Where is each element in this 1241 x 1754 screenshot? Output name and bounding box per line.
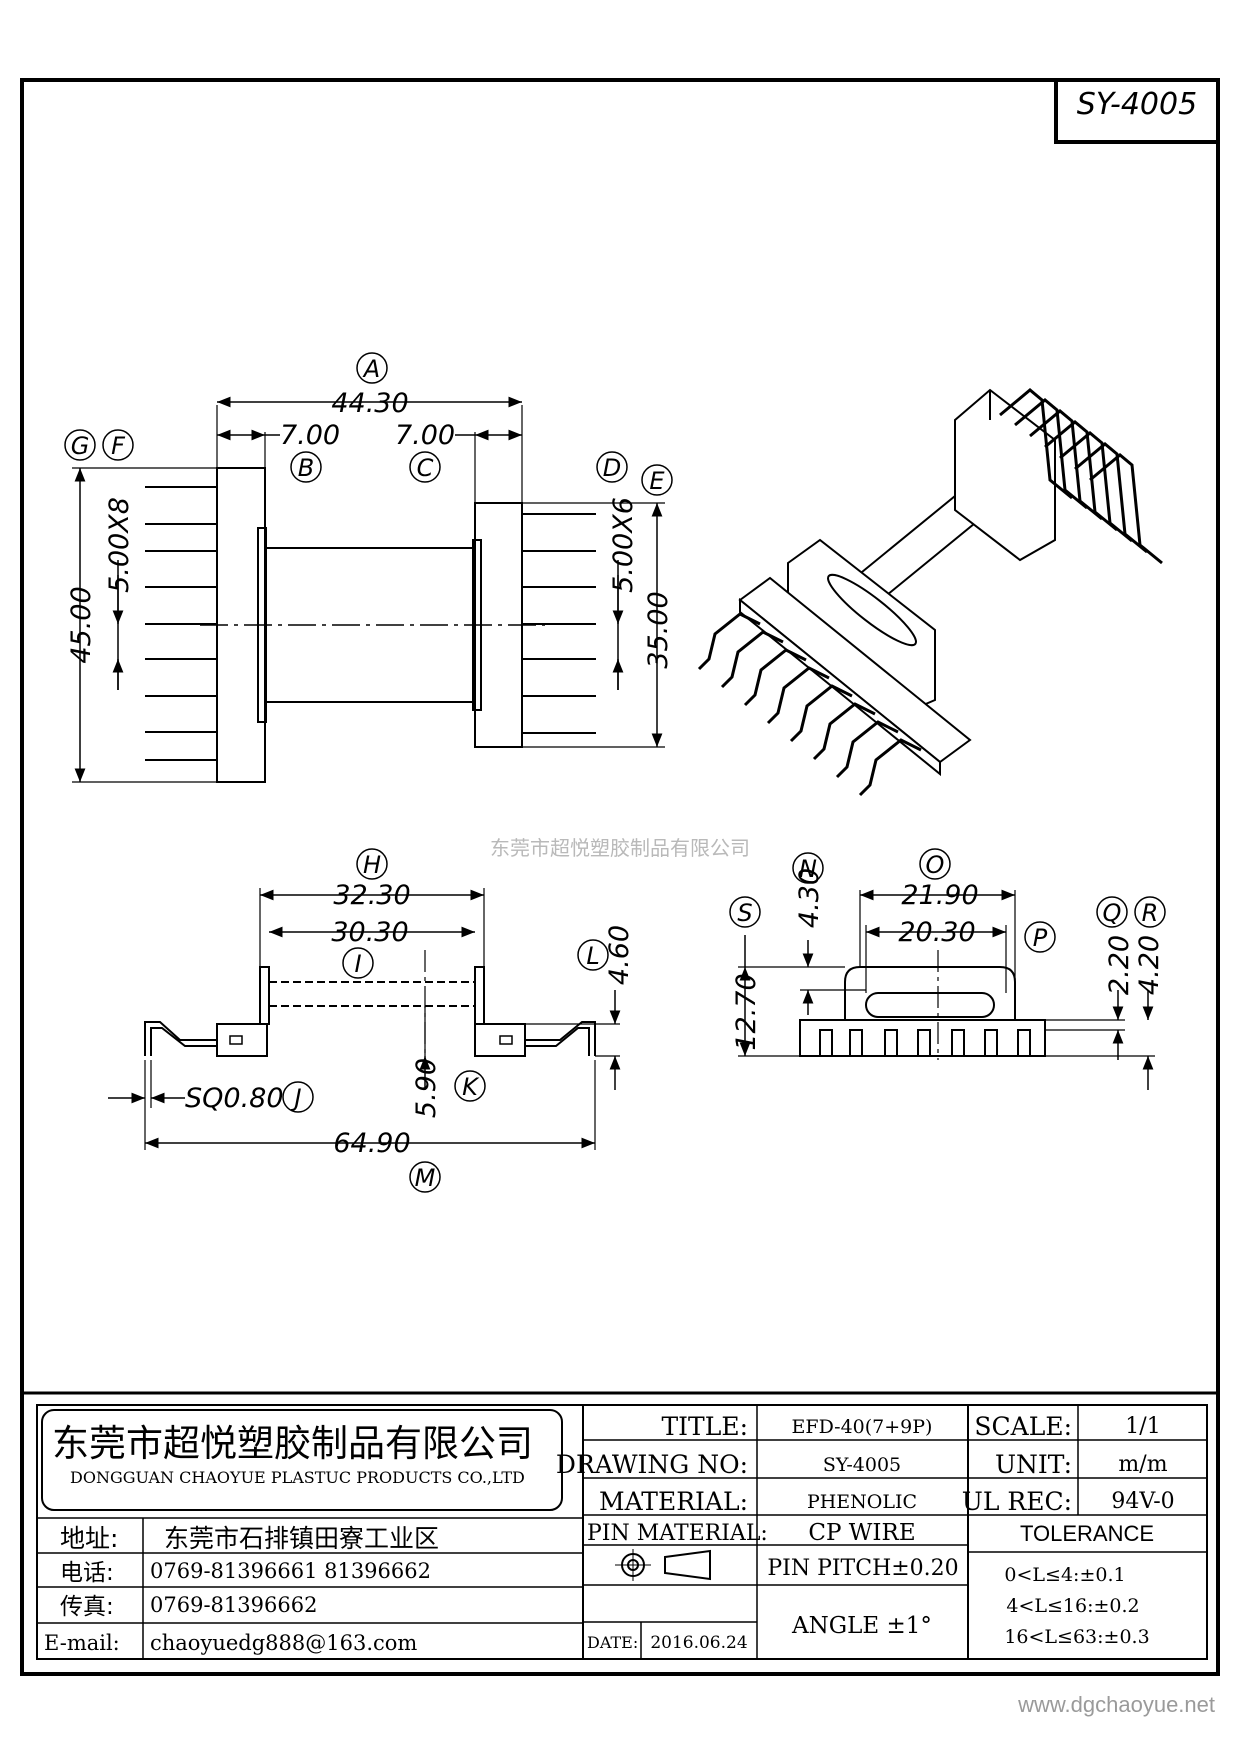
address-value: 东莞市石排镇田寮工业区 xyxy=(164,1524,439,1553)
marker-s: S xyxy=(737,899,752,927)
scale-label: SCALE: xyxy=(974,1412,1072,1441)
scale-value: 1/1 xyxy=(1125,1414,1160,1439)
marker-i: I xyxy=(354,950,361,978)
marker-g: G xyxy=(71,432,90,460)
marker-j: J xyxy=(290,1084,301,1112)
title-block: 东莞市超悦塑胶制品有限公司 DONGGUAN CHAOYUE PLASTUC P… xyxy=(22,1391,1218,1660)
marker-o: O xyxy=(926,851,945,879)
dim-left-pitch: 5.00X8 xyxy=(104,497,135,593)
part-number-badge: SY-4005 xyxy=(1054,78,1220,144)
dim-b-value: 7.00 xyxy=(280,420,340,451)
watermark-text: 东莞市超悦塑胶制品有限公司 xyxy=(490,836,750,860)
material-value: PHENOLIC xyxy=(807,1491,917,1513)
dim-right-height: 35.00 xyxy=(643,591,674,668)
pin-material-label: PIN MATERIAL: xyxy=(587,1521,768,1546)
projection-symbol-icon xyxy=(615,1549,711,1581)
date-value: 2016.06.24 xyxy=(650,1633,747,1653)
unit-label: UNIT: xyxy=(995,1450,1072,1479)
marker-f: F xyxy=(111,432,126,460)
dim-a-value: 44.30 xyxy=(331,388,408,419)
marker-l: L xyxy=(586,942,599,970)
unit-value: m/m xyxy=(1118,1452,1167,1477)
dim-c-value: 7.00 xyxy=(395,420,455,451)
phone-label: 电话: xyxy=(60,1560,114,1586)
marker-d: D xyxy=(603,454,621,482)
drawing-no-value: SY-4005 xyxy=(823,1454,901,1476)
dim-j-value: SQ0.80 xyxy=(185,1083,284,1114)
top-view: 44.30 A 7.00 B 7.00 C G F 45.00 5.00X8 xyxy=(64,352,674,783)
title-value: EFD-40(7+9P) xyxy=(792,1416,933,1438)
dim-q-value: 2.20 xyxy=(1104,935,1135,995)
marker-h: H xyxy=(363,851,381,879)
marker-q: Q xyxy=(1103,899,1122,927)
dim-i-value: 30.30 xyxy=(331,917,408,948)
dim-r-value: 4.20 xyxy=(1134,935,1165,995)
address-label: 地址: xyxy=(60,1524,118,1553)
dim-s-value: 12.70 xyxy=(731,973,762,1050)
dim-left-height: 45.00 xyxy=(66,586,97,663)
dim-p-value: 20.30 xyxy=(898,917,975,948)
marker-n: N xyxy=(799,855,817,883)
part-number-text: SY-4005 xyxy=(1077,87,1197,122)
marker-r: R xyxy=(1142,899,1159,927)
material-label: MATERIAL: xyxy=(599,1487,748,1516)
company-box xyxy=(41,1409,563,1511)
dim-o-value: 21.90 xyxy=(901,880,978,911)
marker-p: P xyxy=(1033,924,1048,952)
ul-rec-value: 94V-0 xyxy=(1111,1489,1174,1514)
dim-k-value: 5.90 xyxy=(411,1058,442,1118)
tolerance-2: 4<L≤16:±0.2 xyxy=(1006,1595,1139,1617)
ul-rec-label: UL REC: xyxy=(962,1487,1072,1516)
tolerance-3: 16<L≤63:±0.3 xyxy=(1004,1626,1149,1648)
tolerance-1: 0<L≤4:±0.1 xyxy=(1004,1564,1125,1586)
dim-m-value: 64.90 xyxy=(333,1128,410,1159)
phone-value: 0769-81396661 81396662 xyxy=(150,1559,431,1583)
email-value: chaoyuedg888@163.com xyxy=(150,1631,417,1655)
marker-e: E xyxy=(649,467,665,495)
dim-l-value: 4.60 xyxy=(604,925,635,985)
marker-m: M xyxy=(415,1164,436,1192)
drawing-no-label: DRAWING NO: xyxy=(556,1450,748,1479)
website-watermark: www.dgchaoyue.net xyxy=(1017,1692,1215,1717)
isometric-view xyxy=(697,388,1163,797)
date-label: DATE: xyxy=(587,1633,638,1652)
dim-h-value: 32.30 xyxy=(333,880,410,911)
email-label: E-mail: xyxy=(44,1631,120,1655)
left-pins xyxy=(145,486,217,761)
marker-k: K xyxy=(462,1073,480,1101)
tolerance-label: TOLERANCE xyxy=(1020,1521,1154,1546)
dim-right-pitch: 5.00X6 xyxy=(608,497,639,593)
fax-label: 传真: xyxy=(60,1594,114,1620)
marker-b: B xyxy=(298,454,314,482)
company-name-en: DONGGUAN CHAOYUE PLASTUC PRODUCTS CO.,LT… xyxy=(70,1468,525,1487)
side-view: 32.30 H 30.30 I 4.60 L 5.90 K SQ0.80 J xyxy=(108,848,635,1193)
fax-value: 0769-81396662 xyxy=(150,1593,317,1617)
company-name-cn: 东莞市超悦塑胶制品有限公司 xyxy=(52,1422,533,1465)
pin-pitch: PIN PITCH±0.20 xyxy=(767,1556,958,1581)
title-label: TITLE: xyxy=(662,1412,749,1441)
pin-material-value: CP WIRE xyxy=(808,1520,915,1546)
end-view: 21.90 O 20.30 P 4.30 N 12.70 S 2.20 Q xyxy=(729,848,1166,1090)
marker-a: A xyxy=(362,355,380,383)
angle: ANGLE ±1° xyxy=(791,1613,932,1639)
outer-frame xyxy=(20,78,1220,1676)
right-pins xyxy=(522,513,596,734)
marker-c: C xyxy=(417,454,434,482)
